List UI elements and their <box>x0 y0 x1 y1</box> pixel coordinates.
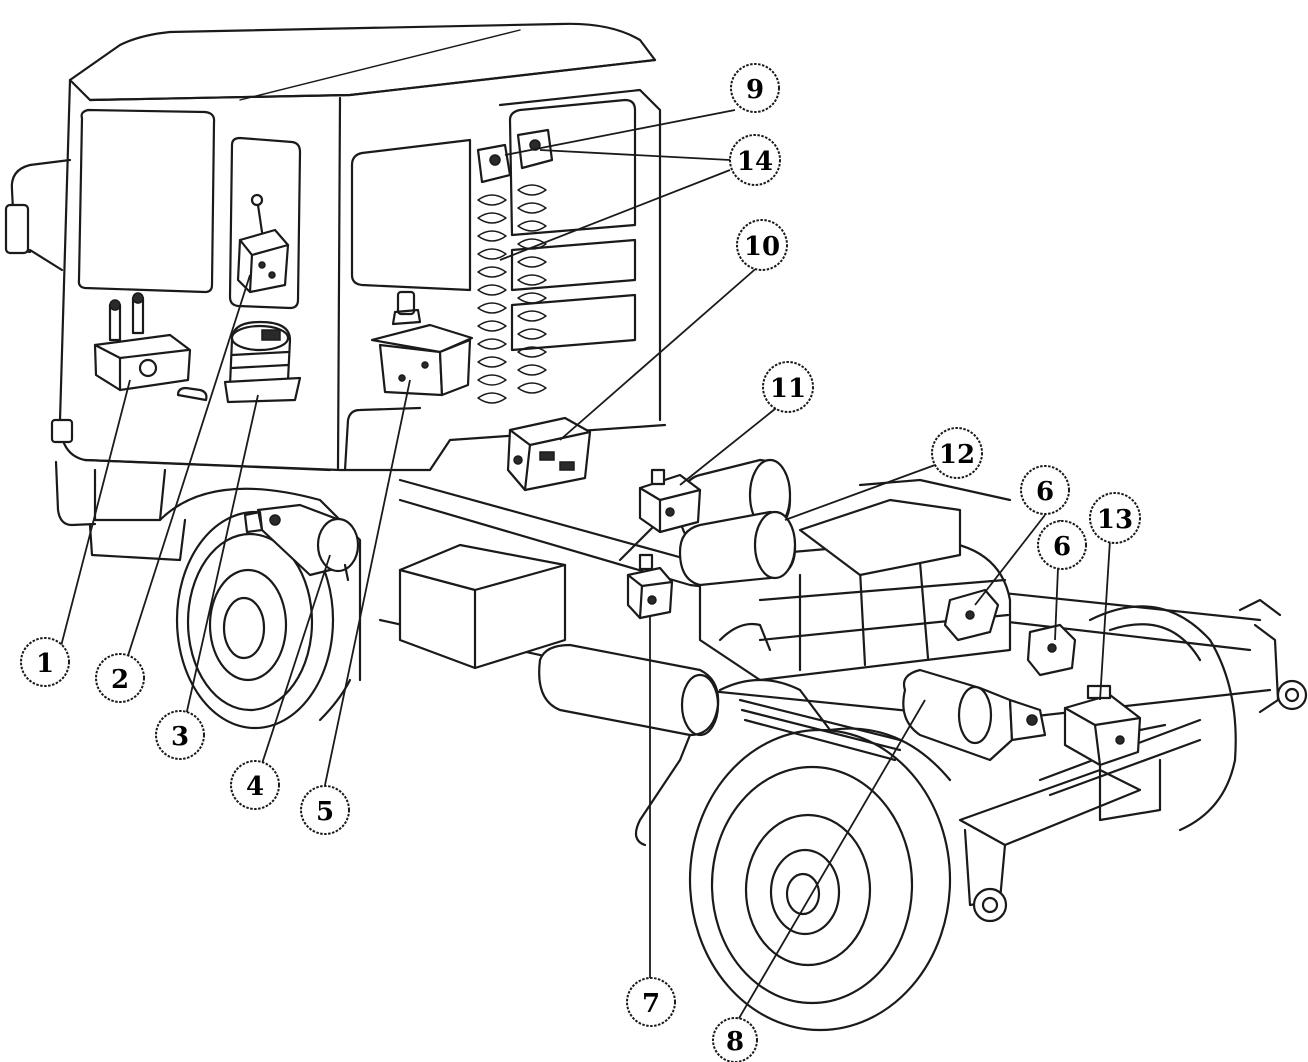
rear-wheel <box>688 678 952 1032</box>
callout-5-label: 5 <box>316 797 334 827</box>
component-2-hand-brake-valve <box>236 193 290 294</box>
callout-6-label: 6 <box>1036 477 1054 507</box>
callout-13-label: 13 <box>1097 505 1133 535</box>
callout-2: 2 <box>95 653 145 703</box>
component-10-protection-valve <box>506 416 592 492</box>
component-3-trailer-control-valve <box>223 320 302 404</box>
callout-4: 4 <box>230 760 280 810</box>
air-reservoirs <box>678 458 797 587</box>
callout-13: 13 <box>1089 492 1141 544</box>
callout-10-label: 10 <box>744 232 780 262</box>
callout-3: 3 <box>155 710 205 760</box>
callout-7: 7 <box>626 977 676 1027</box>
callout-3-label: 3 <box>171 722 189 752</box>
component-6-sensor-left <box>943 588 1000 642</box>
callout-10: 10 <box>736 219 788 271</box>
component-11-load-valve <box>638 468 702 534</box>
component-4-front-brake-chamber <box>243 503 360 582</box>
silencer <box>538 643 720 847</box>
callout-6b-label: 6 <box>1053 532 1071 562</box>
callout-9-label: 9 <box>746 75 764 105</box>
callout-4-label: 4 <box>246 772 264 802</box>
rear-wheel-far <box>1088 605 1237 832</box>
callout-12: 12 <box>931 427 983 479</box>
leader-lines <box>59 109 1111 1021</box>
component-6-sensor-right <box>1026 623 1077 677</box>
callout-8-label: 8 <box>726 1027 744 1057</box>
callout-5: 5 <box>300 785 350 835</box>
component-13-spring-brake-valve <box>1063 684 1167 767</box>
callout-6-right: 6 <box>1037 520 1087 570</box>
component-7-valve <box>626 553 674 620</box>
callout-14: 14 <box>729 134 781 186</box>
callout-8: 8 <box>712 1017 758 1062</box>
callout-2-label: 2 <box>111 665 129 695</box>
callout-9: 9 <box>730 63 780 113</box>
callout-1: 1 <box>20 637 70 687</box>
component-5-relay-valve <box>370 290 474 397</box>
callout-1-label: 1 <box>36 649 54 679</box>
callout-6-left: 6 <box>1020 465 1070 515</box>
callout-7-label: 7 <box>642 989 660 1019</box>
callout-11: 11 <box>762 361 814 413</box>
callout-14-label: 14 <box>737 147 773 177</box>
battery-box <box>398 543 567 670</box>
component-1-foot-brake-valve <box>93 292 192 392</box>
callout-12-label: 12 <box>939 440 975 470</box>
component-8-rear-brake-chamber <box>902 668 1047 762</box>
rear-axle <box>718 622 1202 923</box>
fuel-tank <box>698 498 1012 682</box>
component-14-coiled-air-lines <box>476 128 554 404</box>
callout-11-label: 11 <box>770 374 806 404</box>
callouts: 1 2 3 4 5 6 6 7 <box>20 63 1141 1062</box>
